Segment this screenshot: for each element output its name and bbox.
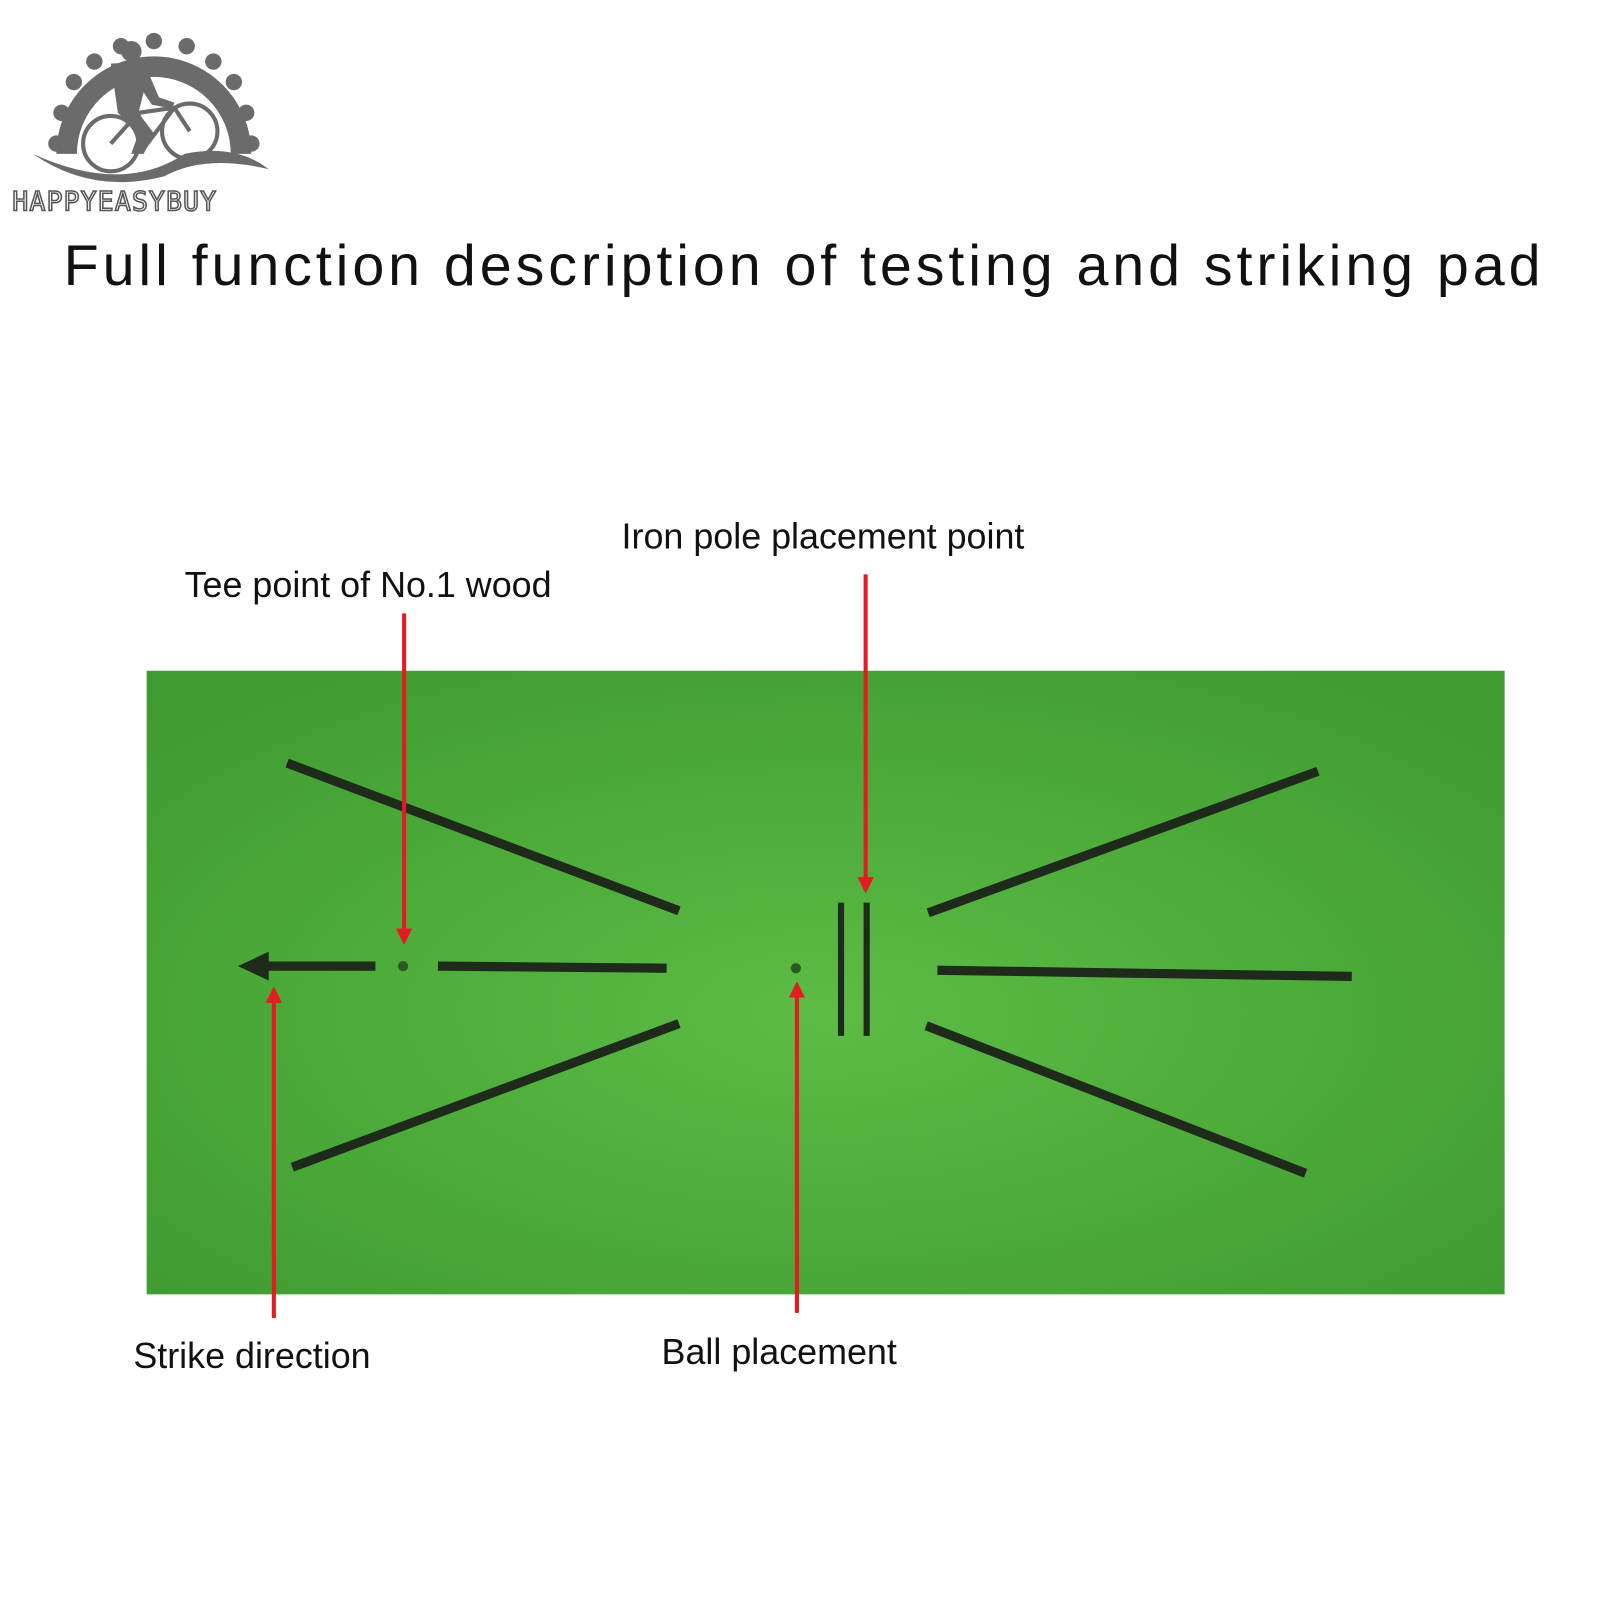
label-strike-direction: Strike direction: [133, 1336, 370, 1376]
mat-lines: [237, 758, 1352, 1178]
trail-swoosh: [32, 150, 269, 183]
label-tee-point: Tee point of No.1 wood: [185, 565, 552, 605]
guide-line-lower-left: [290, 1019, 681, 1172]
callout-arrows: [265, 574, 874, 1318]
page-title: Full function description of testing and…: [64, 234, 1541, 298]
label-ball-placement: Ball placement: [662, 1332, 897, 1372]
gear-teeth: [48, 32, 260, 152]
guide-line-upper-right: [926, 766, 1320, 918]
strike-arrow-head: [237, 951, 269, 981]
logo-text: HAPPYEASYBUY: [12, 186, 217, 217]
guide-line-center-left: [437, 961, 667, 973]
guide-line-center-right: [937, 965, 1352, 982]
gear-icon: [56, 56, 252, 154]
tee-point-dot: [397, 961, 409, 972]
guide-line-lower-right: [924, 1021, 1308, 1178]
guide-line-upper-left: [285, 758, 681, 916]
ball-placement-dot: [790, 963, 802, 974]
golf-mat: [146, 670, 1505, 1295]
label-iron-pole: Iron pole placement point: [622, 517, 1025, 557]
brand-logo: [32, 32, 269, 183]
